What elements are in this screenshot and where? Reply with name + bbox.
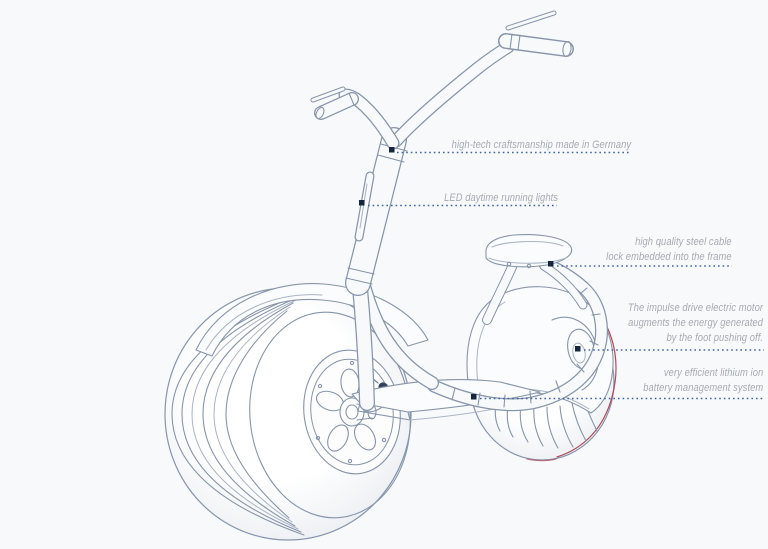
label-line: The impulse drive electric motor bbox=[627, 302, 763, 314]
led-strip bbox=[354, 171, 375, 242]
label-line: lock embedded into the frame bbox=[606, 251, 732, 263]
feature-marker-impulse-drive bbox=[575, 346, 581, 352]
feature-marker-battery bbox=[471, 394, 477, 400]
label-line: augments the energy generated bbox=[627, 317, 763, 329]
label-line: high-tech craftsmanship made in Germany bbox=[451, 139, 631, 151]
label-led-lights: LED daytime running lights bbox=[444, 191, 558, 206]
frame-tube bbox=[427, 257, 608, 412]
feature-marker-craftsmanship bbox=[389, 147, 395, 153]
label-line: battery management system bbox=[642, 382, 763, 394]
label-battery: very efficient lithium ion battery manag… bbox=[643, 366, 763, 396]
label-impulse-drive: The impulse drive electric motor augment… bbox=[628, 301, 763, 346]
handlebar bbox=[310, 10, 574, 150]
motor-accent-red bbox=[556, 314, 617, 458]
right-grip bbox=[498, 10, 574, 57]
steering-stem bbox=[345, 127, 439, 411]
label-line: very efficient lithium ion bbox=[663, 367, 763, 379]
label-cable-lock: high quality steel cable lock embedded i… bbox=[606, 235, 732, 265]
label-line: high quality steel cable bbox=[635, 236, 732, 248]
feature-marker-led-lights bbox=[359, 200, 365, 206]
label-craftsmanship: high-tech craftsmanship made in Germany bbox=[452, 138, 631, 153]
left-grip bbox=[310, 86, 359, 120]
label-line: LED daytime running lights bbox=[444, 192, 558, 204]
seat bbox=[482, 234, 588, 325]
annotation-leaders bbox=[359, 147, 764, 400]
label-line: by the foot pushing off. bbox=[666, 332, 763, 344]
feature-marker-cable-lock bbox=[548, 261, 554, 267]
